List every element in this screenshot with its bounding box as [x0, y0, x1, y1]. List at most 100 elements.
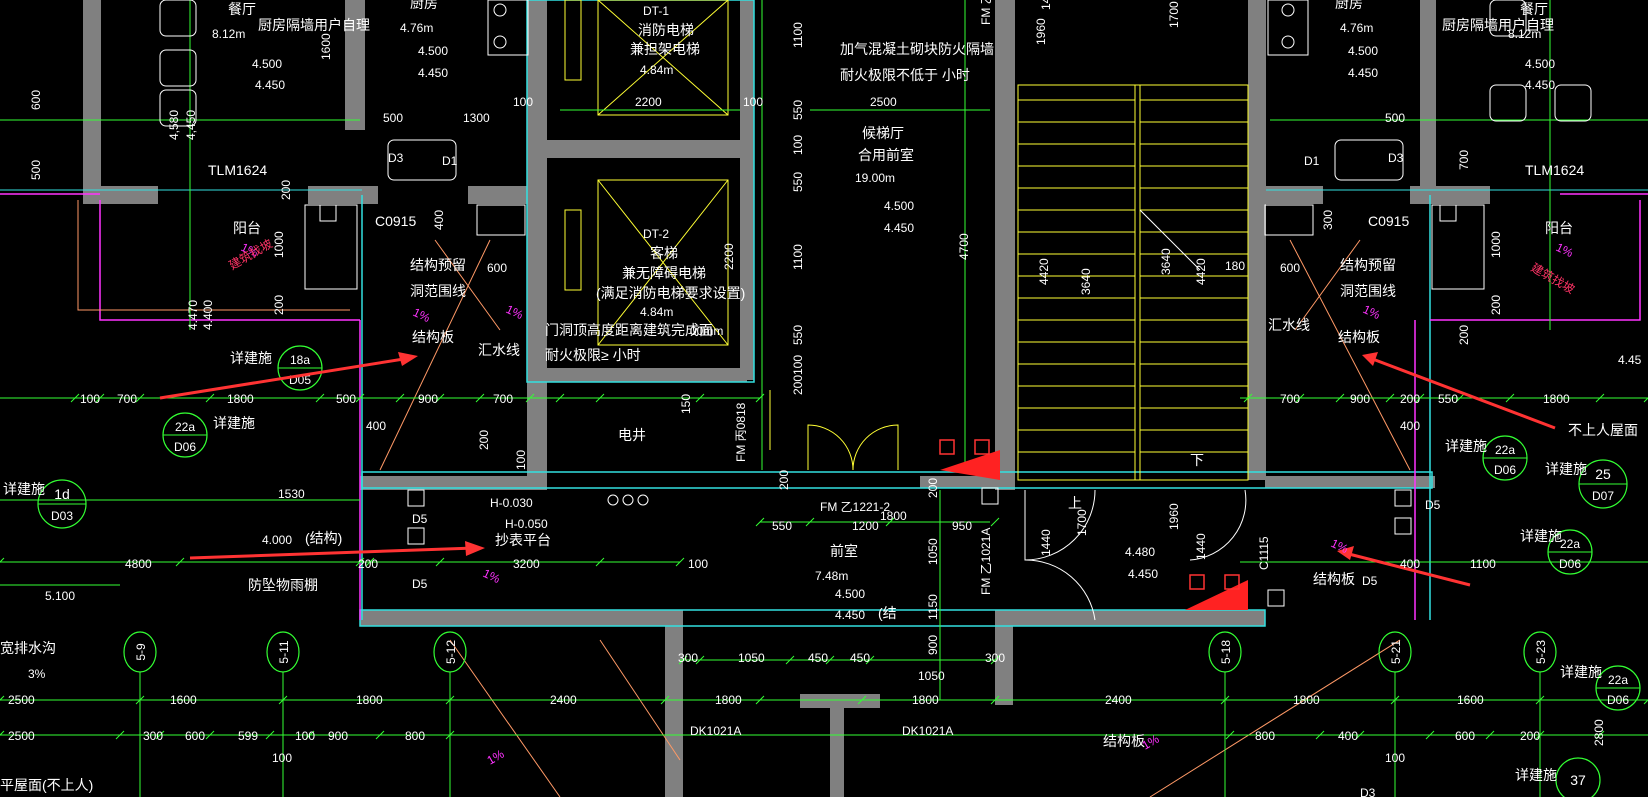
elev-4450-e: 4.450	[1348, 66, 1378, 80]
dim-tick	[155, 730, 165, 740]
wall-right-h2	[1410, 186, 1490, 204]
dim-450-a: 450	[808, 651, 828, 665]
door-swing-5	[1189, 489, 1247, 561]
dim-1800-f: 1800	[880, 509, 907, 523]
dim-1050-a: 1050	[738, 651, 765, 665]
room-kitchen-right-area: 4.76m	[1340, 21, 1373, 35]
wall-edges-layer	[0, 0, 1648, 627]
vdim-1100-a: 1100	[791, 22, 805, 48]
dim-tick	[595, 557, 605, 567]
vdim-3640-b: 3640	[1159, 248, 1173, 275]
stove-left	[487, 0, 529, 56]
dim-tick	[0, 695, 5, 701]
vdim-200-f: 200	[1457, 325, 1471, 345]
dim-100-f: 100	[295, 729, 315, 743]
room-balcony-left: 阳台	[233, 220, 261, 236]
vdim-1000-b: 1000	[1489, 231, 1503, 258]
note-roof-no-access: 不上人屋面	[1568, 422, 1638, 438]
vdim-200-c: 200	[272, 295, 286, 315]
vdim-2200-b: 2200	[722, 243, 736, 270]
note-detail-left2: 详建施	[213, 415, 255, 431]
dim-tick	[595, 393, 605, 403]
vdim-3640: 3640	[1079, 268, 1093, 295]
bubble-22a-d06-r2: 22a D06	[1547, 529, 1593, 575]
orange-balcony-left	[77, 200, 350, 311]
dim-tick	[305, 730, 315, 740]
dim-tick	[1595, 730, 1605, 740]
orange-diag-5	[1149, 639, 1401, 797]
chair-3	[159, 89, 197, 127]
note-drain-ditch: 宽排水沟	[0, 640, 56, 656]
sink-left	[387, 139, 457, 181]
vdim-100-b: 100	[791, 355, 805, 375]
dim-1300: 1300	[463, 111, 490, 125]
axis-bubble-5-9: 5-9	[123, 631, 157, 797]
dim-tick	[1455, 393, 1465, 403]
dim-1200: 1200	[852, 519, 879, 533]
slope-8: 1%	[485, 747, 507, 768]
dim-550-a: 550	[772, 519, 792, 533]
dim-2200-a: 2200	[635, 95, 662, 109]
magenta-balcony-right	[1430, 200, 1641, 321]
note-detail-right5: 详建施	[1515, 767, 1557, 783]
door-swing-3	[1024, 489, 1096, 561]
dim-3200: 3200	[513, 557, 540, 571]
room-dining-left-area: 8.12m	[212, 27, 245, 41]
dim-tick	[1643, 397, 1648, 403]
elevator-1-line1: 消防电梯	[638, 22, 694, 38]
note-detail-left3: 详建施	[3, 481, 45, 497]
elevator-2-line2: 兼无障碍电梯	[622, 265, 706, 281]
code-fm-1021a: FM 乙1021A	[979, 528, 993, 595]
code-d3-bottom: D3	[1360, 786, 1376, 797]
vdim-200-d: 200	[279, 180, 293, 200]
dim-tick	[115, 730, 125, 740]
note-reserve-left-2: 洞范围线	[410, 283, 466, 299]
vdim-4580: 4,580	[167, 110, 181, 140]
note-struct-board-right: 结构板	[1338, 329, 1380, 345]
dim-1800-a: 1800	[227, 392, 254, 406]
dim-tick	[205, 393, 215, 403]
code-c1115: C1115	[1257, 536, 1271, 570]
dim-tick	[95, 393, 105, 403]
wall-elevator-bottom	[527, 368, 747, 382]
elev-4450-d: 4.450	[835, 608, 865, 622]
dim-700-b: 700	[493, 392, 513, 406]
elevator-2-area: 4.84m	[640, 305, 673, 319]
elevator-2-cw	[564, 209, 582, 291]
elev-4500-f: 4.500	[1525, 57, 1555, 71]
slope-1: 1%	[239, 240, 261, 260]
elev-4450-h: 4.450	[1128, 567, 1158, 581]
note-fire-wall-2: 耐火极限不低于 小时	[840, 67, 970, 83]
code-fm-top: FM 乙	[979, 0, 993, 25]
dim-100-d: 100	[688, 557, 708, 571]
dim-tick	[265, 730, 275, 740]
dim-tick	[1425, 730, 1435, 740]
note-detail-right2: 详建施	[1545, 461, 1587, 477]
basin-right	[1264, 204, 1314, 236]
dim-800-a: 800	[405, 729, 425, 743]
room-elevator-hall-area: 19.00m	[855, 171, 895, 185]
dim-1800-e: 1800	[1293, 693, 1320, 707]
note-struct-board-right2: 结构板	[1313, 571, 1355, 587]
axis-label: 5-23	[1534, 640, 1548, 664]
vdim-4700: 4700	[957, 233, 971, 260]
fire-mark-4	[1224, 574, 1240, 590]
slope-2: 1%	[411, 305, 433, 325]
note-struct-board-bottom: 结构板	[1103, 733, 1145, 749]
note-detail-right1: 详建施	[1445, 438, 1487, 454]
wall-elevator-left	[527, 0, 547, 490]
doors	[769, 390, 1247, 621]
dim-tick	[375, 730, 385, 740]
vdim-1100-b: 1100	[791, 244, 805, 270]
bubble-bottom-text: D06	[1559, 557, 1581, 571]
red-arrow-2	[189, 546, 476, 560]
dim-550-r: 550	[1438, 392, 1458, 406]
note-reserve-left-1: 结构预留	[410, 257, 466, 273]
elevator-2-car	[597, 179, 729, 346]
wall-bottom-right	[995, 610, 1265, 626]
dim-tick	[885, 517, 895, 527]
dim-599: 599	[238, 729, 258, 743]
elevator-shaft-outline	[526, 0, 755, 383]
